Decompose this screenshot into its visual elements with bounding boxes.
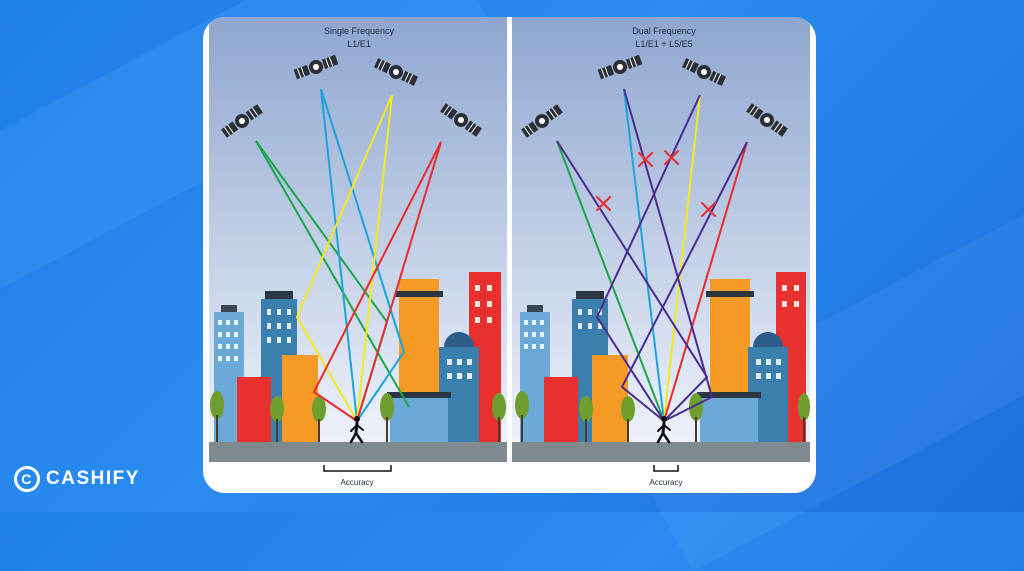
blocked-x-icon [595,195,612,212]
panel-title: Dual Frequency [632,26,696,36]
baseline [512,462,810,493]
building-icon [706,279,754,399]
signal-purple [620,141,748,422]
satellite-icon [440,103,482,137]
tree-icon [270,396,284,442]
signal-blue [320,88,358,422]
satellite-icon [373,58,419,86]
pedestrian-icon [349,416,364,444]
dual-frequency-illustration: Dual Frequency L1/E1 + L5/E5 [512,17,810,493]
accuracy-bracket [323,465,392,472]
single-frequency-panel: Single Frequency L1/E1 [209,17,507,493]
accuracy-label: Accuracy [650,478,683,487]
building-icon [395,279,443,399]
blocked-x-icon [700,201,717,218]
signal-blue-reflected [320,88,406,422]
signal-red [663,141,748,422]
building-icon [237,377,271,442]
building-icon [592,355,628,442]
brand-mark-icon: C [14,466,40,492]
tree-icon [312,396,326,442]
signal-yellow [663,94,701,422]
baseline [209,462,507,493]
satellite-icon [597,54,643,80]
dual-frequency-panel: Dual Frequency L1/E1 + L5/E5 [512,17,810,493]
signal-lines [255,88,442,422]
satellite-icon [521,104,563,138]
signal-green-direct [255,140,410,408]
tree-icon [492,393,506,442]
signal-green [556,140,665,422]
signal-red [312,141,442,422]
pedestrian-icon [656,416,671,444]
building-icon [282,355,318,442]
tree-icon [689,393,703,442]
building-icon [544,377,578,442]
panel-subtitle: L1/E1 + L5/E5 [635,39,692,49]
tree-icon [621,396,635,442]
signal-blue [623,88,665,422]
satellite-icon [221,104,263,138]
brand-name: CASHIFY [46,468,140,489]
blocked-markers [595,149,717,218]
single-frequency-illustration: Single Frequency L1/E1 [209,17,507,493]
brand-logo: C CASHIFY [14,466,140,492]
tree-icon [515,391,529,442]
signal-yellow-direct [356,94,393,422]
ground [512,442,810,462]
panel-divider [507,17,512,493]
satellite-icon [746,103,788,137]
diagram-card: Single Frequency L1/E1 [203,17,816,493]
signal-purple [623,88,714,422]
building-icon [697,392,761,442]
tree-icon [579,396,593,442]
signal-red-direct [356,141,442,422]
satellite-icon [681,58,727,86]
panel-title: Single Frequency [324,26,395,36]
signal-yellow [295,94,393,422]
signal-lines [556,88,748,422]
tree-icon [798,393,810,442]
blocked-x-icon [663,149,680,166]
blocked-x-icon [637,151,654,168]
accuracy-label: Accuracy [341,478,374,487]
tree-icon [380,393,394,442]
panel-subtitle: L1/E1 [347,39,371,49]
building-icon [387,392,451,442]
signal-purple [595,94,701,422]
building-windows [218,285,492,379]
ground [209,442,507,462]
accuracy-bracket [653,465,679,472]
tree-icon [210,391,224,442]
satellite-icon [293,54,339,80]
